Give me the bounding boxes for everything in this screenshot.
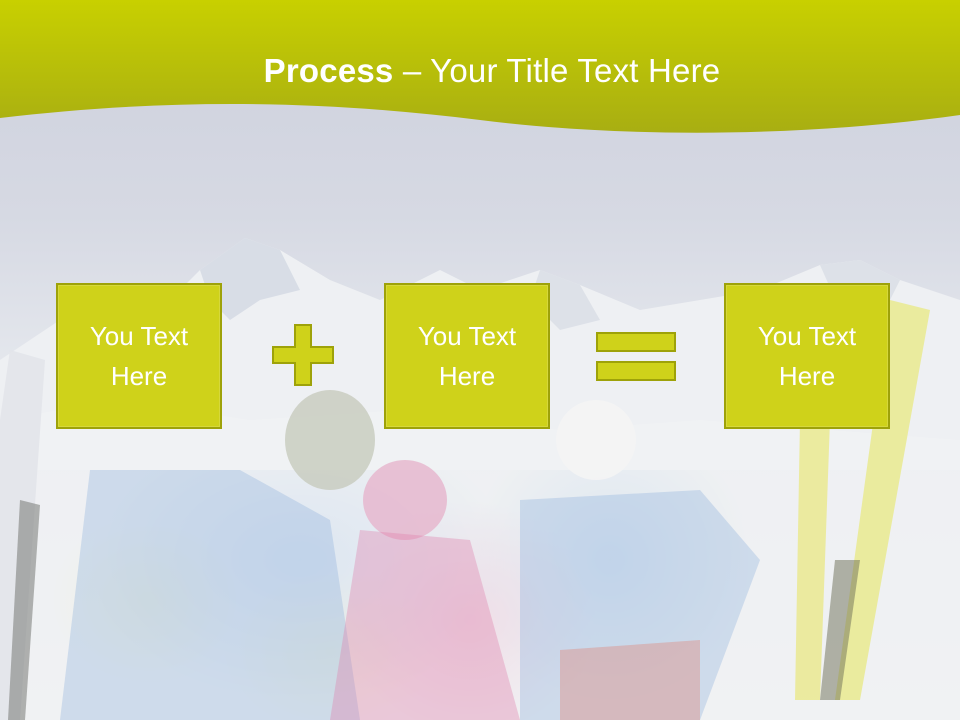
text-box-1[interactable]: You Text Here bbox=[56, 283, 222, 429]
text-box-1-label: You Text Here bbox=[89, 321, 189, 391]
text-box-2-label: You Text Here bbox=[417, 321, 517, 391]
plus-icon bbox=[272, 324, 334, 386]
text-box-3-label: You Text Here bbox=[757, 321, 857, 391]
title-rest: – Your Title Text Here bbox=[393, 52, 721, 89]
title-bold: Process bbox=[263, 52, 394, 89]
equals-icon bbox=[596, 332, 676, 381]
text-box-2[interactable]: You Text Here bbox=[384, 283, 550, 429]
header-band bbox=[0, 0, 960, 133]
page-title: Process – Your Title Text Here bbox=[0, 52, 960, 90]
text-box-3[interactable]: You Text Here bbox=[724, 283, 890, 429]
